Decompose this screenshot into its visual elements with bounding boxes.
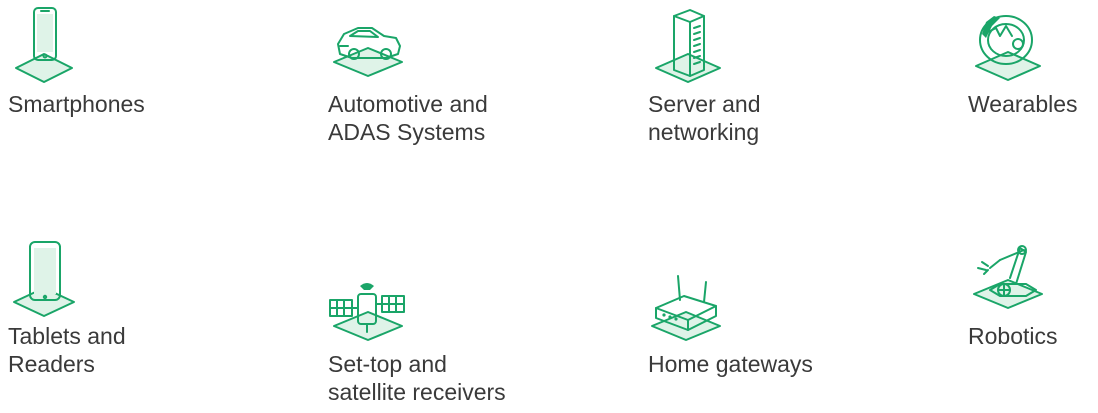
application-label-line: Automotive and xyxy=(328,91,488,117)
application-item-wearables: Wearables xyxy=(960,0,1098,140)
wearable-band-icon xyxy=(966,6,1050,90)
application-item-tablets: Tablets and Readers xyxy=(0,236,260,386)
application-label-line: Readers xyxy=(8,351,95,377)
application-item-robotics: Robotics xyxy=(960,236,1098,356)
application-label-line: ADAS Systems xyxy=(328,119,486,145)
application-label-line: networking xyxy=(648,119,760,145)
server-icon xyxy=(646,2,730,86)
application-label-line: satellite receivers xyxy=(328,379,506,405)
application-label-line: Smartphones xyxy=(8,91,145,117)
application-item-home-gateways: Home gateways xyxy=(640,270,900,390)
application-label-line: Server and xyxy=(648,91,761,117)
smartphone-icon xyxy=(8,4,92,88)
router-icon xyxy=(648,272,732,356)
robot-arm-icon xyxy=(966,238,1050,322)
application-label-line: Set-top and xyxy=(328,351,447,377)
application-item-set-top: Set-top and satellite receivers xyxy=(320,270,580,413)
tablet-icon xyxy=(8,238,92,322)
application-label-line: Home gateways xyxy=(648,351,813,377)
application-label-line: Tablets and xyxy=(8,323,126,349)
application-label-line: Robotics xyxy=(968,323,1058,349)
car-icon xyxy=(328,4,412,88)
satellite-icon xyxy=(326,276,410,360)
application-item-server: Server and networking xyxy=(640,0,900,145)
application-item-automotive: Automotive and ADAS Systems xyxy=(320,0,580,145)
application-label-line: Wearables xyxy=(968,91,1078,117)
application-item-smartphones: Smartphones xyxy=(0,0,260,140)
